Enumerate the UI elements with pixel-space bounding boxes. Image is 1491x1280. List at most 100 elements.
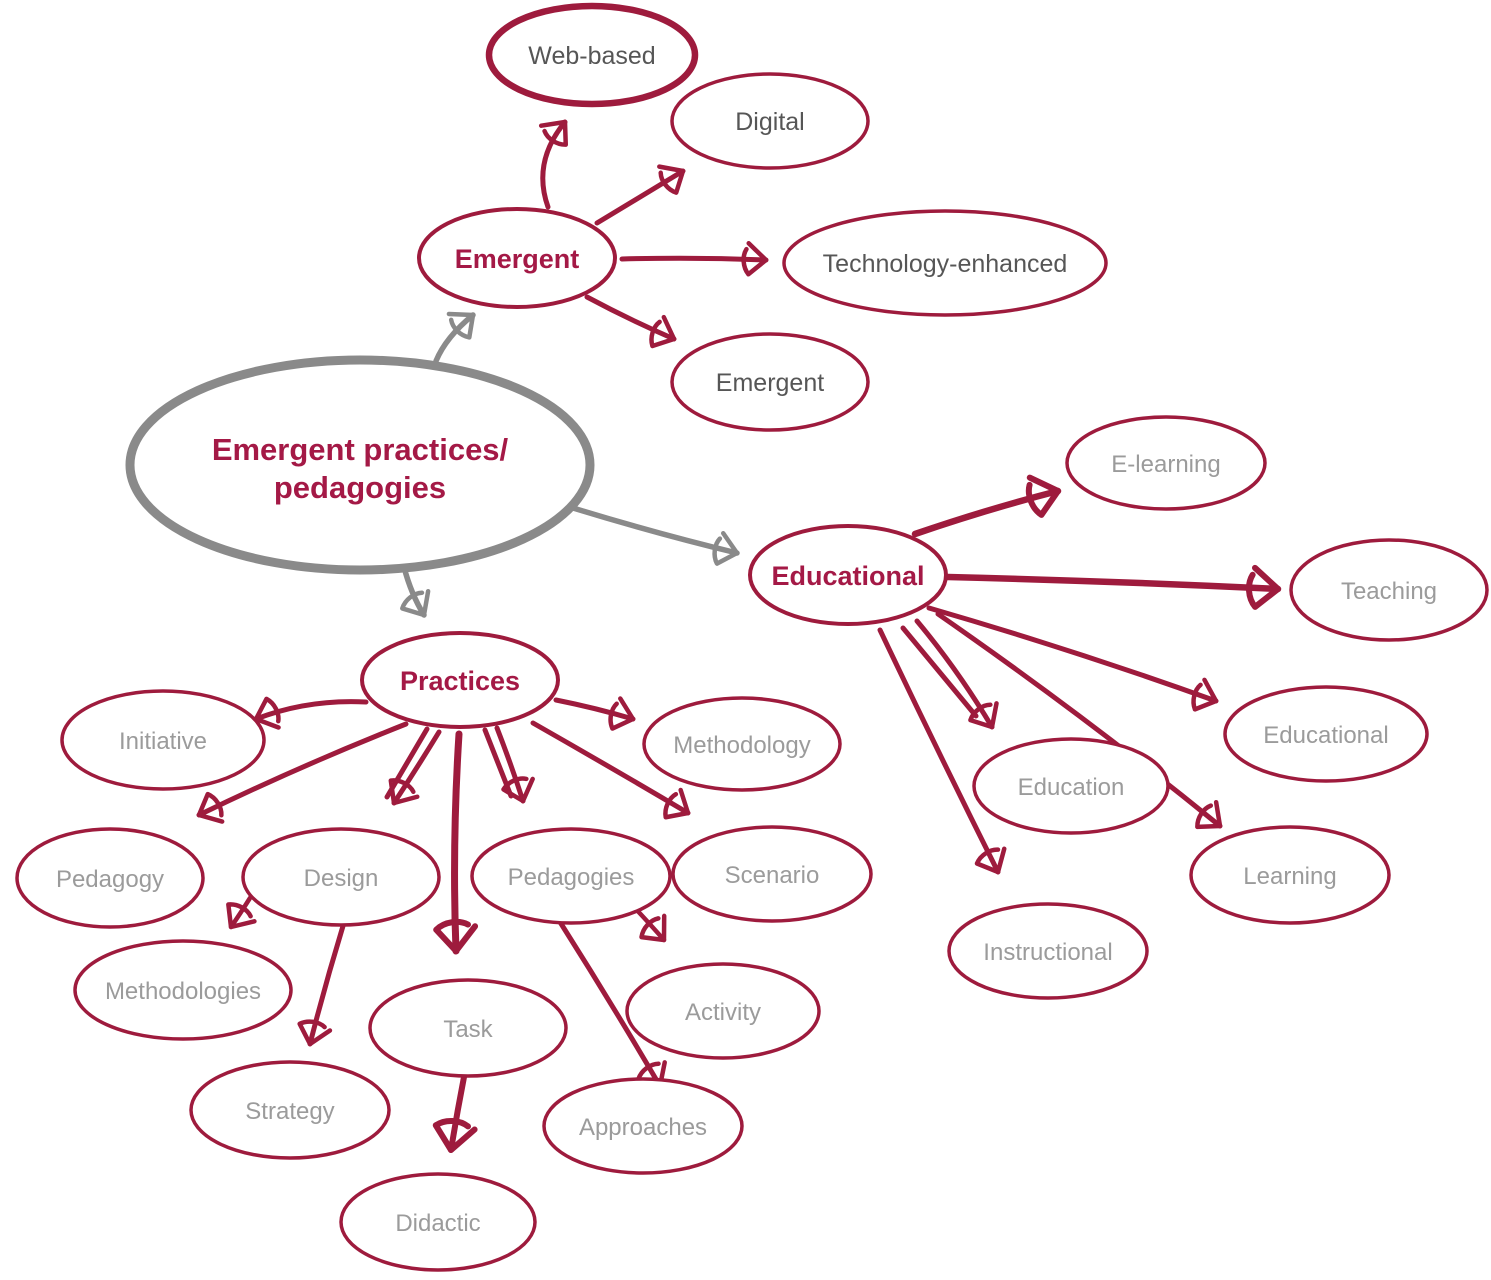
node-design-ellipse bbox=[241, 827, 441, 927]
node-teaching-label: Teaching bbox=[1341, 578, 1437, 605]
node-e-learning: E-learning bbox=[1065, 415, 1267, 511]
node-practices-hub-ellipse bbox=[360, 631, 560, 729]
node-digital-label: Digital bbox=[735, 108, 804, 136]
node-learning-label: Learning bbox=[1243, 863, 1336, 890]
arrow-practices-to-pedagogy bbox=[196, 721, 409, 824]
node-didactic-ellipse bbox=[339, 1172, 537, 1272]
node-practices-hub-label: Practices bbox=[400, 666, 520, 696]
node-activity-label: Activity bbox=[685, 999, 761, 1026]
node-educational-ellipse bbox=[1223, 685, 1429, 783]
node-strategy: Strategy bbox=[189, 1060, 391, 1160]
arrow-emergent-to-emergent-child bbox=[584, 294, 677, 349]
arrow-educational-to-e-learning bbox=[911, 474, 1062, 538]
arrow-practices-to-methodology bbox=[553, 696, 636, 731]
nodes-layer: Emergent practices/ pedagogies Emergent … bbox=[15, 2, 1489, 1272]
node-methodology: Methodology bbox=[642, 696, 842, 792]
node-emergent-ellipse bbox=[670, 332, 870, 432]
node-instructional-ellipse bbox=[947, 902, 1149, 1000]
arrow-emergent-to-technology-enhanced bbox=[619, 241, 769, 277]
node-emergent-hub-ellipse bbox=[417, 207, 617, 309]
node-practices-hub: Practices bbox=[360, 631, 560, 729]
node-education: Education bbox=[972, 737, 1170, 835]
node-educational-hub: Educational bbox=[748, 524, 948, 626]
arrow-central-to-emergent bbox=[433, 311, 476, 364]
node-technology-enhanced: Technology-enhanced bbox=[782, 209, 1108, 317]
node-education-ellipse bbox=[972, 737, 1170, 835]
node-activity-ellipse bbox=[625, 962, 821, 1060]
node-pedagogies-ellipse bbox=[470, 827, 672, 925]
node-web-based: Web-based bbox=[485, 2, 699, 108]
node-educational-hub-label: Educational bbox=[771, 561, 924, 591]
arrow-design-to-strategy bbox=[297, 923, 346, 1047]
arrow-educational-to-teaching bbox=[944, 564, 1282, 610]
node-teaching-ellipse bbox=[1289, 538, 1489, 642]
node-design-label: Design bbox=[304, 865, 379, 892]
arrow-emergent-to-web-based bbox=[538, 119, 569, 210]
node-methodologies-label: Methodologies bbox=[105, 978, 261, 1005]
node-methodologies: Methodologies bbox=[73, 939, 293, 1041]
node-instructional: Instructional bbox=[947, 902, 1149, 1000]
node-central-ellipse bbox=[125, 355, 595, 575]
node-central-label-line1: Emergent practices/ bbox=[212, 432, 509, 467]
node-strategy-label: Strategy bbox=[245, 1098, 334, 1125]
node-pedagogies-label: Pedagogies bbox=[508, 864, 635, 891]
node-technology-enhanced-label: Technology-enhanced bbox=[823, 250, 1068, 278]
arrow-central-to-educational bbox=[570, 505, 740, 566]
arrow-task-to-didactic bbox=[432, 1074, 478, 1153]
arrow-educational-to-education bbox=[914, 618, 999, 730]
node-scenario-ellipse bbox=[671, 825, 873, 923]
arrow-educational-to-educational-child bbox=[926, 605, 1219, 712]
node-design: Design bbox=[241, 827, 441, 927]
node-approaches-label: Approaches bbox=[579, 1114, 707, 1141]
node-digital: Digital bbox=[670, 72, 870, 170]
node-technology-enhanced-ellipse bbox=[782, 209, 1108, 317]
node-central: Emergent practices/ pedagogies bbox=[125, 355, 595, 575]
arrow-emergent-to-digital bbox=[594, 164, 686, 226]
arrow-educational-to-instructional bbox=[877, 627, 1007, 875]
arrow-pedagogies-to-approaches bbox=[557, 919, 667, 1089]
node-scenario-label: Scenario bbox=[725, 862, 820, 889]
node-web-based-label: Web-based bbox=[528, 42, 655, 70]
arrow-design-to-methodologies bbox=[226, 895, 257, 930]
node-strategy-ellipse bbox=[189, 1060, 391, 1160]
node-educational-label: Educational bbox=[1263, 722, 1388, 749]
node-pedagogies: Pedagogies bbox=[470, 827, 672, 925]
node-pedagogy: Pedagogy bbox=[15, 827, 205, 929]
arrow-educational-to-learning bbox=[935, 611, 1223, 830]
arrow-practices-to-design bbox=[388, 729, 442, 806]
node-emergent-hub-label: Emergent bbox=[455, 244, 580, 274]
node-educational: Educational bbox=[1223, 685, 1429, 783]
node-initiative-label: Initiative bbox=[119, 728, 207, 755]
node-web-based-ellipse bbox=[485, 2, 699, 108]
node-approaches: Approaches bbox=[542, 1077, 744, 1175]
node-scenario: Scenario bbox=[671, 825, 873, 923]
node-didactic: Didactic bbox=[339, 1172, 537, 1272]
node-pedagogy-label: Pedagogy bbox=[56, 866, 164, 893]
node-pedagogy-ellipse bbox=[15, 827, 205, 929]
node-task-label: Task bbox=[443, 1016, 493, 1043]
arrow-practices-to-initiative bbox=[253, 696, 369, 730]
node-learning-ellipse bbox=[1189, 825, 1391, 925]
node-task: Task bbox=[368, 978, 568, 1078]
node-emergent-label: Emergent bbox=[716, 369, 824, 397]
node-activity: Activity bbox=[625, 962, 821, 1060]
node-instructional-label: Instructional bbox=[983, 939, 1112, 966]
arrow-educational-to-education-stroke2 bbox=[900, 625, 979, 719]
node-central-label-line2: pedagogies bbox=[274, 470, 446, 505]
arrow-practices-to-scenario bbox=[530, 720, 691, 820]
arrow-practices-to-pedagogies bbox=[494, 725, 535, 804]
node-e-learning-ellipse bbox=[1065, 415, 1267, 511]
node-initiative: Initiative bbox=[60, 689, 266, 791]
node-methodologies-ellipse bbox=[73, 939, 293, 1041]
node-methodology-label: Methodology bbox=[673, 732, 810, 759]
node-approaches-ellipse bbox=[542, 1077, 744, 1175]
node-teaching: Teaching bbox=[1289, 538, 1489, 642]
node-didactic-label: Didactic bbox=[395, 1210, 480, 1237]
arrow-practices-to-task bbox=[433, 730, 479, 955]
node-initiative-ellipse bbox=[60, 689, 266, 791]
arrow-practices-to-pedagogies-stroke2 bbox=[482, 727, 514, 799]
node-digital-ellipse bbox=[670, 72, 870, 170]
node-learning: Learning bbox=[1189, 825, 1391, 925]
node-emergent-hub: Emergent bbox=[417, 207, 617, 309]
